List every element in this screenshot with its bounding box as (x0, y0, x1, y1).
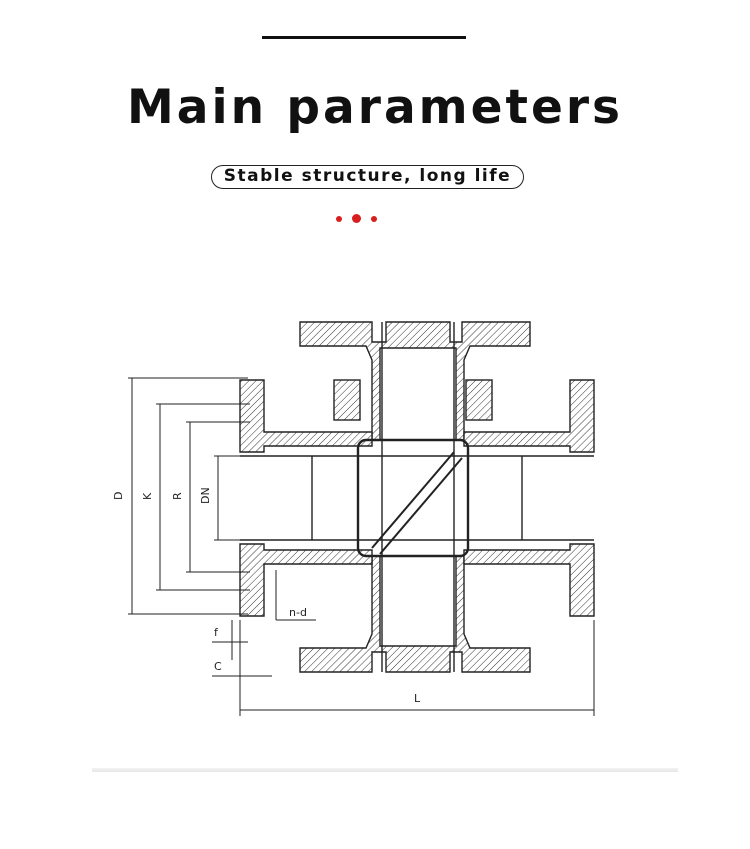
bottom-divider (92, 768, 678, 772)
top-divider (262, 36, 466, 39)
valve-cross-section-diagram: D K R DN n-d f C L (112, 321, 595, 716)
dot-center (352, 214, 361, 223)
valve-bore (240, 322, 594, 672)
subtitle-badge: Stable structure, long life (211, 165, 524, 189)
decorative-dots (333, 212, 383, 224)
dimension-lines (128, 377, 595, 716)
page-title: Main parameters (126, 80, 624, 135)
valve-body (239, 321, 595, 673)
dot-right (371, 216, 377, 222)
dimension-labels: D K R DN n-d f C L (112, 487, 421, 705)
label-DN: DN (199, 487, 212, 504)
label-R: R (171, 492, 184, 500)
label-f: f (214, 626, 219, 639)
label-L: L (414, 692, 421, 705)
label-D: D (112, 492, 125, 500)
label-K: K (141, 492, 154, 500)
label-n-d: n-d (289, 606, 307, 619)
subtitle-text: Stable structure, long life (223, 166, 512, 186)
dot-left (336, 216, 342, 222)
label-C: C (214, 660, 222, 673)
